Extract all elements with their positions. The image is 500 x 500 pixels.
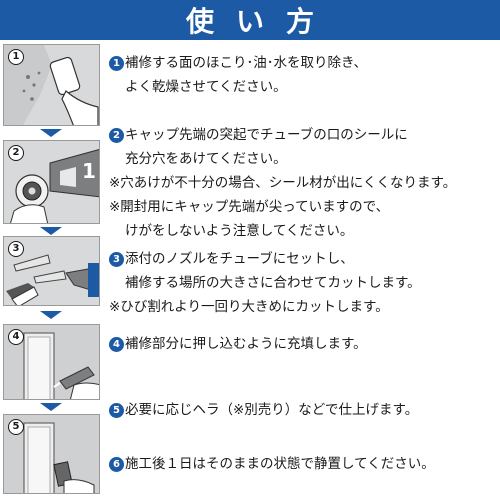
panel-number-3: 3: [8, 241, 24, 257]
step-text: 添付のノズルをチューブにセットし、: [125, 251, 354, 267]
hand-brush-wall-icon: [4, 45, 99, 125]
panel-number-5: 5: [8, 419, 24, 435]
arrow-down-icon: [40, 311, 62, 319]
step-text: キャップ先端の突起でチューブの口のシールに: [125, 127, 408, 143]
step-text: よく乾燥させてください。: [125, 79, 287, 95]
step-note: けがをしないよう注意してください。: [125, 223, 354, 239]
tube-label: 1: [82, 159, 96, 183]
step-text: 補修部分に押し込むように充填します。: [125, 336, 367, 352]
step-number-badge: 4: [109, 337, 124, 352]
step-note: ※開封用にキャップ先端が尖っていますので、: [109, 199, 390, 215]
step-number-badge: 5: [109, 403, 124, 418]
panel-number-1: 1: [8, 49, 24, 65]
step-text: 補修する面のほこり･油･水を取り除き、: [125, 55, 368, 71]
step-number-badge: 1: [109, 56, 124, 71]
step-number-badge: 6: [109, 457, 124, 472]
arrow-down-icon: [40, 129, 62, 137]
illustration-step-4: 4: [3, 324, 100, 400]
tube-cap-piercing-icon: [10, 149, 99, 223]
arrow-down-icon: [40, 403, 62, 411]
step-number-badge: 3: [109, 252, 124, 267]
arrow-down-icon: [40, 227, 62, 235]
illustration-step-5: 5: [3, 414, 100, 494]
illustration-step-1: 1: [3, 44, 100, 126]
step-text: 充分穴をあけてください。: [125, 151, 287, 167]
illustration-step-3: 3: [3, 236, 100, 306]
step-text: 必要に応じヘラ（※別売り）などで仕上げます。: [125, 402, 419, 418]
nozzle-cut-icon: [6, 254, 99, 305]
step-note: ※穴あけが不十分の場合、シール材が出にくくなります。: [109, 175, 457, 191]
illustration-step-2: 2 1: [3, 140, 100, 224]
step-text: 施工後１日はそのままの状態で静置してください。: [125, 456, 435, 472]
step-text: 補修する場所の大きさに合わせてカットします。: [125, 275, 421, 291]
panel-number-4: 4: [8, 329, 24, 345]
step-number-badge: 2: [109, 128, 124, 143]
page-title: 使い方: [0, 0, 500, 40]
step-note: ※ひび割れより一回り大きめにカットします。: [109, 299, 389, 315]
panel-number-2: 2: [8, 145, 24, 161]
